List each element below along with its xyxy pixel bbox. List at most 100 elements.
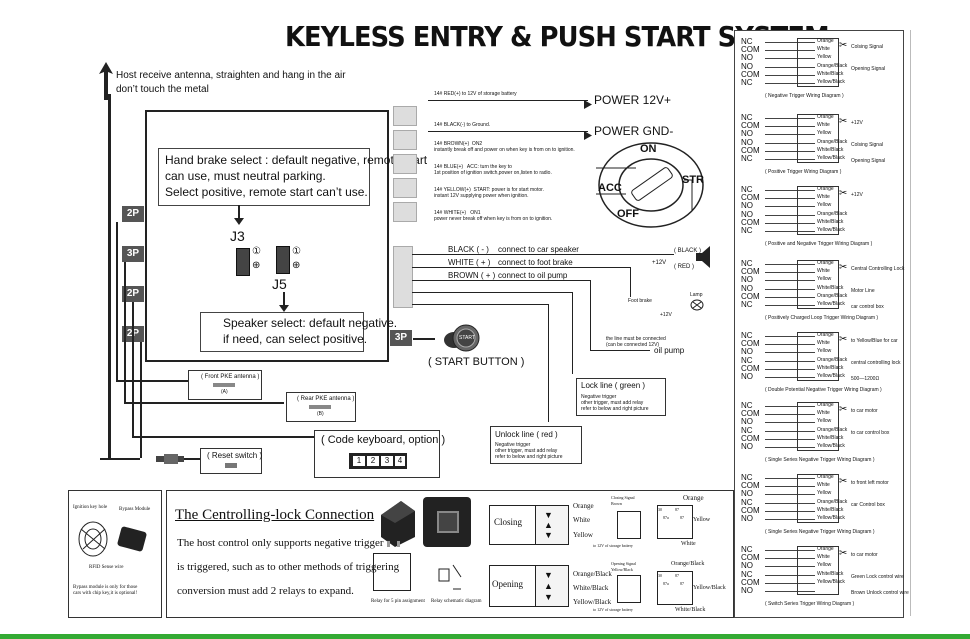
relay-pin-label: NO	[741, 347, 753, 357]
arrow-right-icon	[584, 96, 592, 114]
rt-yellow: Yellow	[693, 517, 711, 523]
diagram-caption: ( Negative Trigger Wiring Diagram )	[765, 93, 844, 100]
start-button-icon[interactable]	[440, 322, 482, 361]
key-1[interactable]: 1	[353, 456, 365, 466]
wire-color-label: White	[817, 122, 830, 129]
wire-color-label: White	[817, 554, 830, 561]
cut-wire-icon: ✂	[839, 334, 848, 345]
central-lock-line-1: The host control only supports negative …	[177, 537, 384, 549]
diagram-caption: ( Positive and Negative Trigger Wiring D…	[765, 241, 873, 248]
relay-pin-label: COM	[741, 505, 760, 515]
rt-white: White	[681, 541, 696, 547]
relay-socket-icon	[423, 497, 471, 547]
power-wire-brown: 14# BROWN(+) ON2 instantly break off and…	[434, 141, 575, 153]
cut-wire-icon: ✂	[839, 404, 848, 415]
relay-pin-label: NO	[741, 489, 753, 499]
key-3[interactable]: 3	[381, 456, 393, 466]
j3-mark-plus: ⊕	[252, 260, 261, 271]
power-12v-label: POWER 12V+	[594, 93, 672, 107]
lamp-label: Lamp	[690, 292, 703, 298]
wire-color-label: Yellow	[817, 348, 832, 355]
footer-bar	[0, 634, 970, 639]
wire-color-label: White/Black	[817, 146, 844, 153]
ignition-module-box: Ignition key hole Bypass Module RFID Sen…	[68, 490, 162, 618]
relay-pin-label: NO	[741, 137, 753, 147]
power-wire-white: 14# WHITE(+) ON1 power never break off w…	[434, 210, 553, 222]
relay-pin-label: NC	[741, 401, 753, 410]
opening-label: Opening	[492, 579, 523, 589]
aux-brown-label: BROWN ( + )	[448, 271, 496, 280]
wire-color-label: White/Black	[817, 570, 844, 577]
relay-schematic-label: Relay schematic diagram	[431, 599, 482, 604]
right-wiring-panel	[734, 30, 904, 618]
j5-label: J5	[272, 276, 287, 292]
pin-87-b: 87	[680, 515, 684, 520]
aux-brown-dest: connect to oil pump	[498, 271, 568, 280]
wire-color-label: White/Black	[817, 218, 844, 225]
wire-line	[765, 222, 815, 224]
code-keyboard-box[interactable]: ( Code keyboard, option ) 1 2 3 4	[314, 430, 445, 478]
wire-color-label: Orange	[817, 186, 834, 192]
key-4[interactable]: 4	[395, 456, 405, 466]
wire-color-label: Yellow/Black	[817, 373, 845, 379]
wire-color-label: Orange/Black	[817, 356, 848, 363]
relay-pin-label: NC	[741, 355, 753, 365]
reset-switch-box[interactable]: ( Reset switch )	[200, 448, 262, 474]
closing-battery: to 12V of storage battery	[593, 543, 633, 548]
relay-pin-label: NC	[741, 113, 753, 122]
key-2[interactable]: 2	[367, 456, 379, 466]
lamp-icon	[690, 298, 704, 316]
cut-wire-icon: ✂	[839, 548, 848, 559]
wire-color-label: Yellow/Black	[817, 79, 845, 85]
wire-line	[765, 83, 815, 84]
central-lock-line-2: is triggered, such as to other methods o…	[177, 561, 400, 573]
speaker-select-box: Speaker select: default negative. if nee…	[200, 312, 397, 352]
bypass-note: Bypass module is only for those cars wit…	[73, 585, 138, 596]
wire-line	[765, 288, 815, 290]
relay-pin-label: NO	[741, 561, 753, 571]
relay-block	[797, 474, 839, 524]
power-wire-red: 14# RED(+) to 12V of storage battery	[434, 91, 517, 97]
speaker-12v: +12V	[652, 260, 667, 266]
foot-brake-label: Foot brake	[628, 298, 652, 304]
wire-line	[765, 422, 815, 424]
relay-pin-label: COM	[741, 145, 760, 155]
closing-arrows-icon: ▼▲▼	[544, 510, 553, 540]
relay-5pin-icon	[377, 497, 417, 552]
j5-jumper[interactable]	[276, 246, 290, 274]
wiring-note: Motor Line	[851, 288, 875, 294]
relay-pin-label: NO	[741, 275, 753, 285]
wire-color-label: Orange	[817, 546, 834, 552]
front-pke-antenna[interactable]: ( Front PKE antenna ) (A)	[188, 370, 262, 400]
opening-wire-2: White/Black	[573, 584, 609, 592]
relay-pin-label: NC	[741, 226, 753, 235]
relay-pin-label: NO	[741, 283, 753, 293]
relay-pin-label: NC	[741, 185, 753, 194]
wire-line	[765, 264, 815, 265]
start-cap: START	[459, 335, 475, 341]
wiring-note: Colsing Signal	[851, 142, 883, 148]
relay-pin-label: NO	[741, 129, 753, 139]
rt-orange: Orange	[683, 494, 704, 502]
wire-color-label: Yellow	[817, 418, 832, 425]
relay-pin-label: COM	[741, 217, 760, 227]
relay-pin-label: COM	[741, 193, 760, 203]
wiring-note: to car control box	[851, 430, 890, 436]
wire-line	[765, 134, 815, 136]
wire-line	[765, 566, 815, 568]
wire-line	[765, 502, 815, 504]
central-lock-line-3: conversion must add 2 relays to expand.	[177, 585, 354, 597]
cut-wire-icon: ✂	[839, 262, 848, 273]
key-hole-icon	[75, 519, 111, 564]
j3-jumper[interactable]	[236, 248, 250, 276]
j3-mark-1: ①	[252, 246, 261, 257]
relay-pin-label: COM	[741, 553, 760, 563]
rear-pke-antenna[interactable]: ( Rear PKE antenna ) (B)	[286, 392, 356, 422]
wiring-note: central controlling lock	[851, 360, 901, 366]
rfid-label: RFID Sense wire	[89, 565, 124, 570]
relay-pin-label: NC	[741, 37, 753, 46]
relay-pin-label: NC	[741, 569, 753, 579]
relay-pin-label: NC	[741, 300, 753, 309]
